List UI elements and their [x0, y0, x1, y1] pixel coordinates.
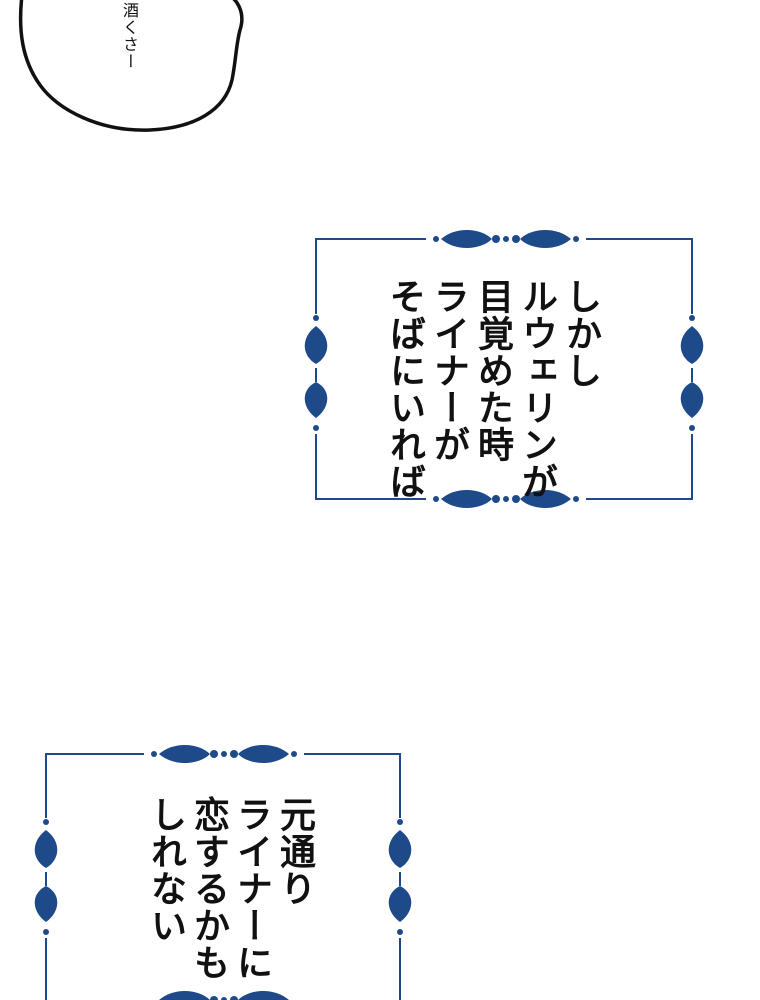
- caption-text-1: しかし ルウェリンが 目覚めた時 ライナーが そばにいれば: [382, 278, 602, 500]
- caption-line: しかし: [560, 278, 601, 389]
- caption-frame-1: しかし ルウェリンが 目覚めた時 ライナーが そばにいれば: [296, 222, 720, 518]
- ornament-icon: [144, 742, 304, 766]
- caption-line: ライナーが: [428, 278, 469, 463]
- ornament-icon: [32, 818, 60, 938]
- caption-line: ルウェリンが: [516, 278, 557, 500]
- caption-text-2: 元通り ライナーに 恋するかも しれない: [144, 796, 316, 981]
- ornament-icon: [302, 314, 330, 434]
- ornamental-frame-1: [302, 227, 706, 511]
- ornament-icon: [386, 818, 414, 938]
- ornamental-frame-2: [32, 742, 414, 1000]
- caption-line: 恋するかも: [188, 796, 229, 981]
- caption-line: そばにいれば: [384, 278, 425, 500]
- caption-line: ライナーに: [231, 796, 272, 981]
- speech-bubble: 酒くさー: [0, 0, 260, 140]
- caption-frame-2: 元通り ライナーに 恋するかも しれない: [24, 738, 424, 1000]
- ornament-icon: [426, 487, 586, 511]
- speech-bubble-text: 酒くさー: [120, 2, 139, 70]
- caption-line: しれない: [145, 796, 186, 944]
- ornament-icon: [426, 227, 586, 251]
- caption-line: 元通り: [274, 796, 315, 907]
- speech-bubble-outline: [18, 0, 244, 132]
- caption-line: 目覚めた時: [472, 278, 513, 463]
- ornament-icon: [144, 986, 304, 1000]
- ornament-icon: [678, 314, 706, 434]
